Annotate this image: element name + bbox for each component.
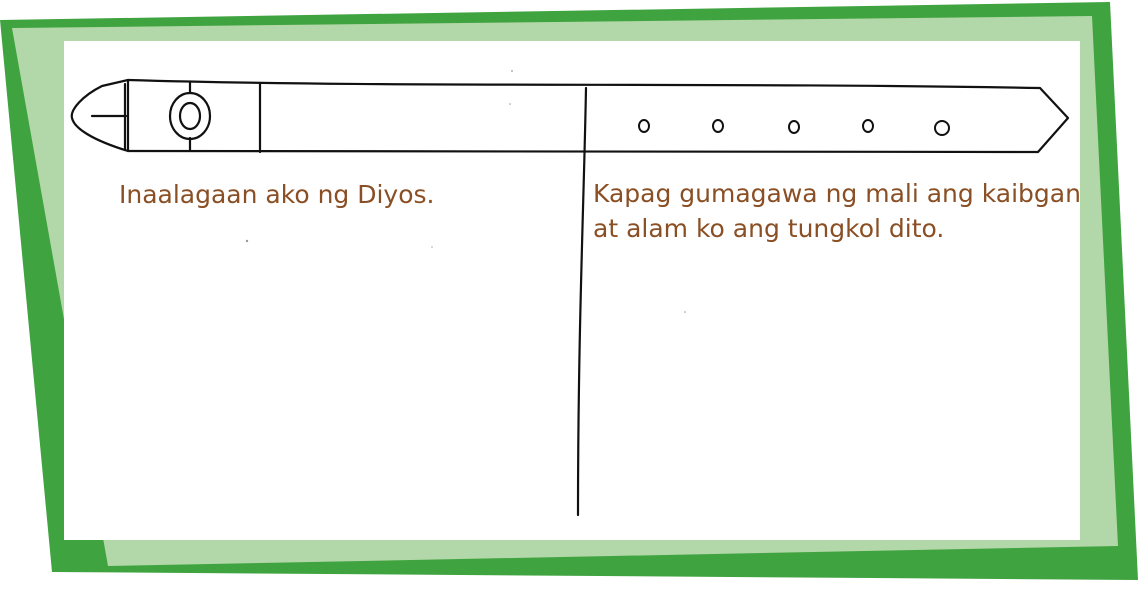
belt-holes [639, 120, 949, 135]
paper-speck [509, 103, 511, 105]
paper-speck [684, 311, 686, 313]
buckle-ring-outer [170, 93, 210, 139]
belt-hole [863, 120, 873, 132]
caption-right-line-1: Kapag gumagawa ng mali ang kaibgan [593, 176, 1081, 211]
paper-speck [511, 70, 513, 72]
belt-hole [935, 121, 949, 135]
caption-right: Kapag gumagawa ng mali ang kaibgan at al… [593, 176, 1081, 246]
paper-speck [246, 240, 248, 242]
belt-hole [639, 120, 649, 132]
belt-hole [713, 120, 723, 132]
belt-hole [789, 121, 799, 133]
caption-right-line-2: at alam ko ang tungkol dito. [593, 211, 1081, 246]
caption-left: Inaalagaan ako ng Diyos. [119, 177, 435, 212]
paper-speck [431, 246, 432, 247]
buckle-ring-inner [180, 103, 200, 129]
belt-body-outline [128, 80, 1068, 153]
